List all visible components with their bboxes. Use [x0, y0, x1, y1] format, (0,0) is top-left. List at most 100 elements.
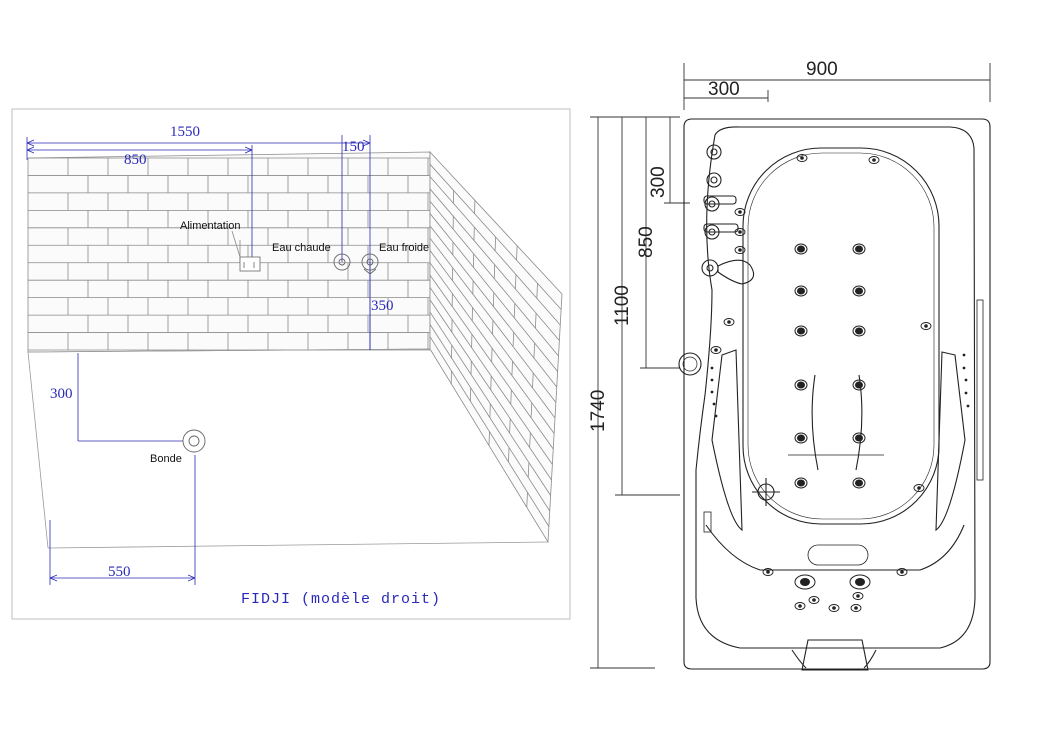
- plan-dim-1740: 1740: [588, 390, 609, 432]
- jet: [852, 379, 866, 391]
- air-jet: [964, 391, 968, 395]
- air-jet: [712, 402, 716, 406]
- jet-center: [855, 381, 863, 389]
- drain-label: Bonde: [150, 453, 182, 465]
- jet-center: [797, 479, 805, 487]
- small-jet: [913, 484, 925, 492]
- drain-fixture: [182, 429, 206, 453]
- small-jet: [723, 318, 735, 326]
- dim-350: 350: [371, 298, 394, 314]
- jet-center: [797, 327, 805, 335]
- brick-joint: [512, 332, 515, 347]
- small-jet-center: [714, 348, 718, 352]
- small-jet: [734, 246, 746, 254]
- cold-water-fixture: [361, 253, 379, 275]
- jet: [852, 477, 866, 489]
- jet-center: [855, 434, 863, 442]
- tub-basin-inner: [747, 152, 935, 520]
- brick-joint: [508, 447, 510, 462]
- brick-joint: [536, 283, 538, 299]
- dim-150: 150: [342, 139, 365, 155]
- plan-dim-300-vertical: 300: [648, 166, 669, 198]
- air-jet: [964, 378, 968, 382]
- brand-badge-inner: [682, 356, 698, 372]
- air-jet: [966, 404, 970, 408]
- jet: [849, 574, 871, 590]
- back-wall: [27, 151, 431, 353]
- brick-joint: [513, 303, 516, 318]
- jet-center: [797, 245, 805, 253]
- jet-center: [800, 578, 810, 586]
- brick-joint: [516, 245, 518, 261]
- brick-joint: [527, 462, 530, 478]
- floor: [27, 348, 549, 549]
- jet: [852, 243, 866, 255]
- back-rest-guides: [811, 374, 863, 471]
- left-armrest: [711, 349, 743, 532]
- plan-dimension-lines: [590, 63, 991, 669]
- small-jet: [920, 322, 932, 330]
- feed-fixture: [231, 230, 261, 272]
- jet: [794, 325, 808, 337]
- dim-850: 850: [124, 152, 147, 168]
- jet-center: [855, 327, 863, 335]
- small-jet-center: [812, 598, 816, 602]
- small-jet: [850, 604, 862, 612]
- small-jet-center: [800, 156, 804, 160]
- small-jet: [794, 602, 806, 610]
- plan-dim-300: 300: [708, 79, 740, 100]
- hot-water-label: Eau chaude: [272, 242, 331, 254]
- jet: [852, 285, 866, 297]
- control-column: [701, 144, 755, 285]
- brick-joint: [509, 418, 511, 434]
- tub-outer-rim: [683, 118, 991, 670]
- small-jet: [868, 156, 880, 164]
- small-jet-center: [917, 486, 921, 490]
- air-jet: [962, 366, 966, 370]
- brick-joint: [529, 432, 531, 448]
- jet-center: [855, 578, 865, 586]
- small-jet: [796, 154, 808, 162]
- air-jet: [710, 378, 714, 382]
- diagram-title: FIDJI (modèle droit): [241, 591, 441, 608]
- small-jet-center: [856, 594, 860, 598]
- jet: [852, 325, 866, 337]
- air-jet: [710, 390, 714, 394]
- tub-basin: [742, 147, 940, 525]
- pillow-brackets: [791, 649, 877, 669]
- dim-1550: 1550: [170, 124, 200, 140]
- right-rail: [976, 299, 984, 481]
- small-jet-center: [738, 248, 742, 252]
- brick-joint: [533, 343, 536, 359]
- small-jet-center: [832, 606, 836, 610]
- plan-dim-1100: 1100: [612, 285, 633, 326]
- brand-badge: [678, 352, 702, 376]
- small-jet-center: [872, 158, 876, 162]
- brick-joint: [532, 372, 534, 388]
- right-wall: [429, 150, 563, 544]
- right-armrest: [935, 351, 966, 532]
- tub-seat-curve: [705, 524, 965, 571]
- brick-joint: [511, 361, 513, 376]
- small-jet-center: [798, 604, 802, 608]
- brick-joint: [534, 313, 537, 329]
- installation-diagram: 1550 850 150 350 300 550 Alimentation Ea…: [11, 108, 571, 620]
- jet-center: [855, 245, 863, 253]
- small-jet-center: [854, 606, 858, 610]
- cold-water-label: Eau froide: [379, 242, 429, 254]
- small-jet: [762, 568, 774, 576]
- jet: [794, 285, 808, 297]
- jet-center: [797, 381, 805, 389]
- small-jet-center: [900, 570, 904, 574]
- brick-joint: [510, 389, 512, 405]
- basin-drain: [752, 478, 780, 506]
- small-jet-center: [727, 320, 731, 324]
- jet-center: [855, 479, 863, 487]
- pillow: [801, 639, 869, 671]
- small-jet: [734, 208, 746, 216]
- small-jet-center: [924, 324, 928, 328]
- dimension-lines: [26, 135, 371, 585]
- jet-center: [797, 287, 805, 295]
- small-jet: [734, 228, 746, 236]
